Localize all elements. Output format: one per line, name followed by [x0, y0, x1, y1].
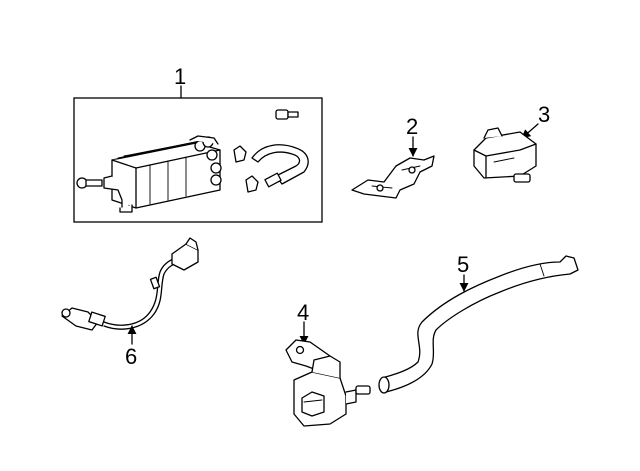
part-6-sensor[interactable]	[61, 237, 199, 345]
callout-3: 3	[538, 102, 550, 127]
part-2-bracket[interactable]	[351, 136, 435, 199]
part-4-purge-valve[interactable]	[285, 321, 371, 427]
hose-clamps	[233, 145, 259, 193]
hose	[251, 144, 309, 188]
part-1-canister-assembly[interactable]	[73, 85, 323, 223]
callout-4: 4	[297, 300, 309, 325]
assembly-box	[73, 97, 323, 223]
callout-6: 6	[125, 344, 137, 369]
callout-1: 1	[174, 64, 186, 89]
bolt-left	[76, 177, 103, 189]
part-5-hose[interactable]	[378, 255, 579, 394]
part-3-valve[interactable]	[473, 123, 539, 183]
canister	[103, 135, 222, 213]
bolt-top	[275, 109, 299, 120]
callout-2: 2	[406, 114, 418, 139]
callout-5: 5	[457, 252, 469, 277]
